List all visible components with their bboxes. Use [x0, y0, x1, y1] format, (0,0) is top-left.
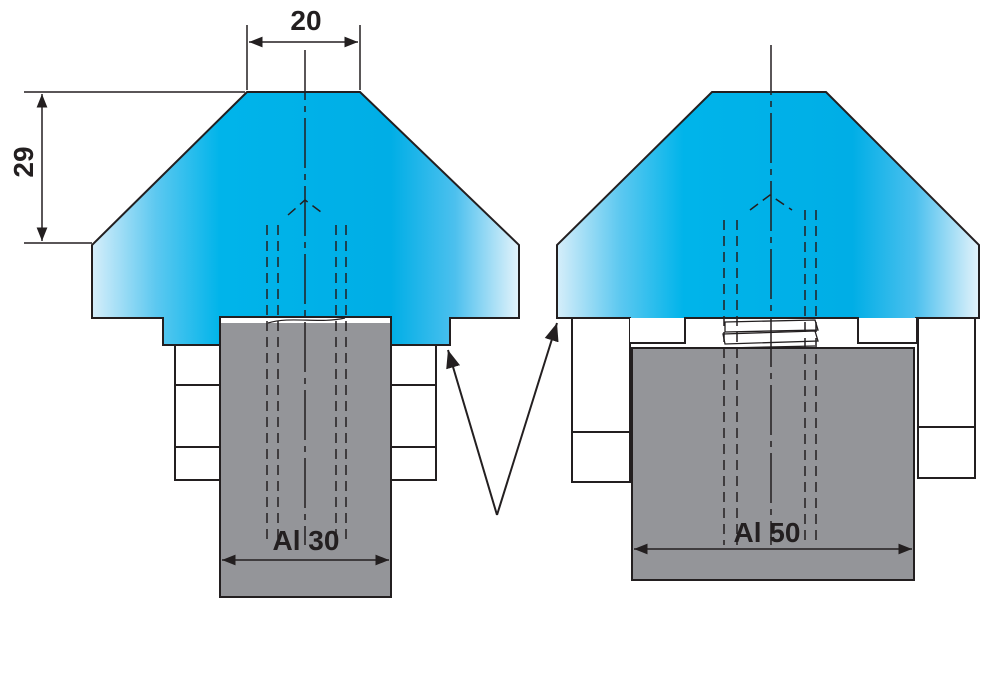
al30-label: Al 30 [273, 525, 340, 556]
al50-label: Al 50 [734, 517, 801, 548]
right-hidden-lines [723, 194, 817, 545]
right-gray-block [631, 347, 915, 581]
right-blue-tool [556, 91, 980, 344]
height-label: 29 [8, 146, 39, 177]
dimension-height [24, 91, 245, 244]
dimension-width [246, 25, 361, 90]
left-assembly [91, 50, 520, 598]
right-assembly [556, 45, 980, 581]
width-label: 20 [290, 5, 321, 36]
callout-arrows [446, 322, 559, 516]
right-side-blocks [571, 317, 976, 483]
